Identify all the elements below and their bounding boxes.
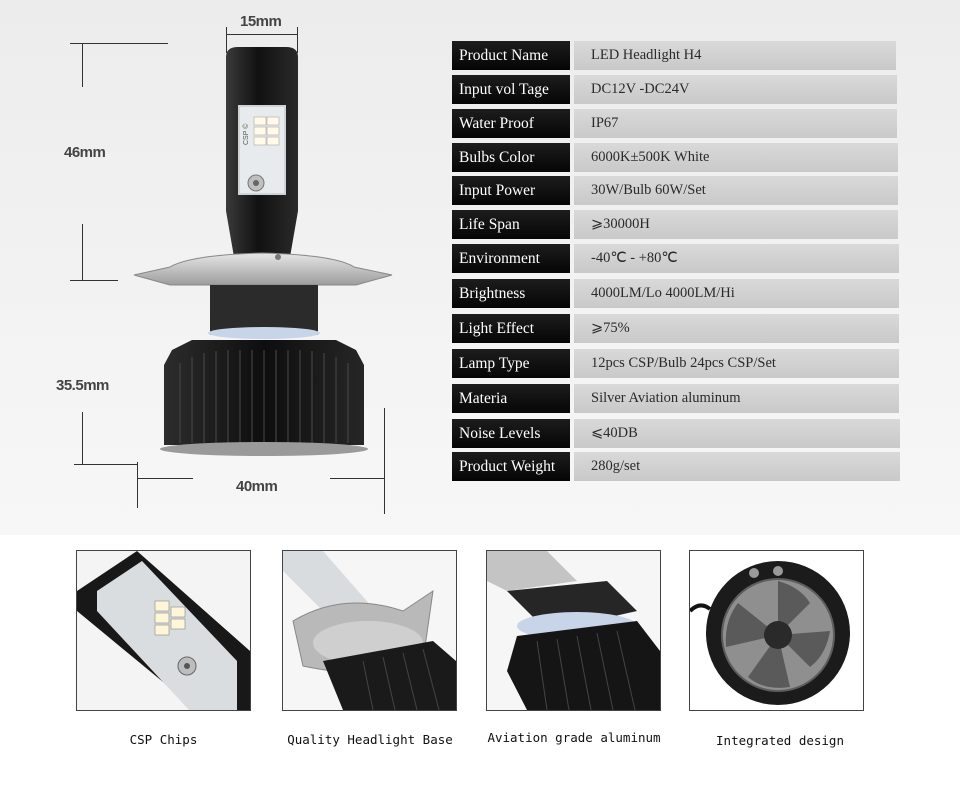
mid-line: [70, 280, 118, 281]
spec-value: LED Headlight H4: [574, 41, 896, 70]
bottom-line: [74, 464, 138, 465]
width-tick-left: [226, 27, 227, 53]
spec-label: Brightness: [452, 279, 570, 308]
spec-value: IP67: [574, 109, 897, 138]
feature-caption-aviation-aluminum: Aviation grade aluminum: [487, 730, 661, 745]
feature-thumb-aviation-aluminum: [486, 550, 661, 711]
spec-value: 4000LM/Lo 4000LM/Hi: [574, 279, 899, 308]
base-width-label: 40mm: [236, 478, 278, 495]
spec-label: Life Span: [452, 210, 570, 239]
spec-value: 280g/set: [574, 452, 900, 481]
base-line-right: [330, 478, 384, 479]
headlight-bulb-image: CSP ©: [133, 47, 393, 456]
width-label: 15mm: [240, 13, 282, 30]
base-tick-right: [384, 408, 385, 514]
chip-marking: CSP ©: [242, 123, 250, 145]
spec-label: Product Weight: [452, 452, 570, 481]
upper-height-line-bottom: [82, 224, 83, 280]
spec-value: ⩾30000H: [574, 210, 898, 239]
spec-value: ⩾75%: [574, 314, 899, 343]
spec-label: Noise Levels: [452, 419, 570, 448]
spec-label: Lamp Type: [452, 349, 570, 378]
base-line-left: [137, 478, 193, 479]
spec-label: Product Name: [452, 41, 570, 70]
feature-thumb-headlight-base: [282, 550, 457, 711]
feature-caption-integrated-design: Integrated design: [716, 733, 844, 748]
lower-height-label: 35.5mm: [56, 377, 109, 394]
base-tick-left: [137, 462, 138, 508]
spec-label: Light Effect: [452, 314, 570, 343]
upper-height-line-top: [82, 43, 83, 87]
feature-caption-csp-chips: CSP Chips: [129, 732, 198, 747]
spec-label: Input Power: [452, 176, 570, 205]
feature-caption-headlight-base: Quality Headlight Base: [287, 732, 453, 747]
spec-label: Materia: [452, 384, 570, 413]
top-line: [70, 43, 168, 44]
upper-height-label: 46mm: [64, 144, 106, 161]
spec-label: Environment: [452, 244, 570, 273]
spec-value: ⩽40DB: [574, 419, 900, 448]
spec-value: 6000K±500K White: [574, 143, 898, 172]
width-tick-right: [297, 27, 298, 53]
spec-value: 12pcs CSP/Bulb 24pcs CSP/Set: [574, 349, 899, 378]
spec-label: Input vol Tage: [452, 75, 570, 104]
spec-value: -40℃ - +80℃: [574, 244, 899, 273]
feature-thumb-csp-chips: [76, 550, 251, 711]
lower-height-line: [82, 412, 83, 464]
spec-value: 30W/Bulb 60W/Set: [574, 176, 898, 205]
spec-label: Water Proof: [452, 109, 570, 138]
width-line: [226, 34, 298, 35]
spec-value: DC12V -DC24V: [574, 75, 897, 104]
spec-label: Bulbs Color: [452, 143, 570, 172]
spec-value: Silver Aviation aluminum: [574, 384, 899, 413]
feature-thumb-integrated-design: [689, 550, 864, 711]
